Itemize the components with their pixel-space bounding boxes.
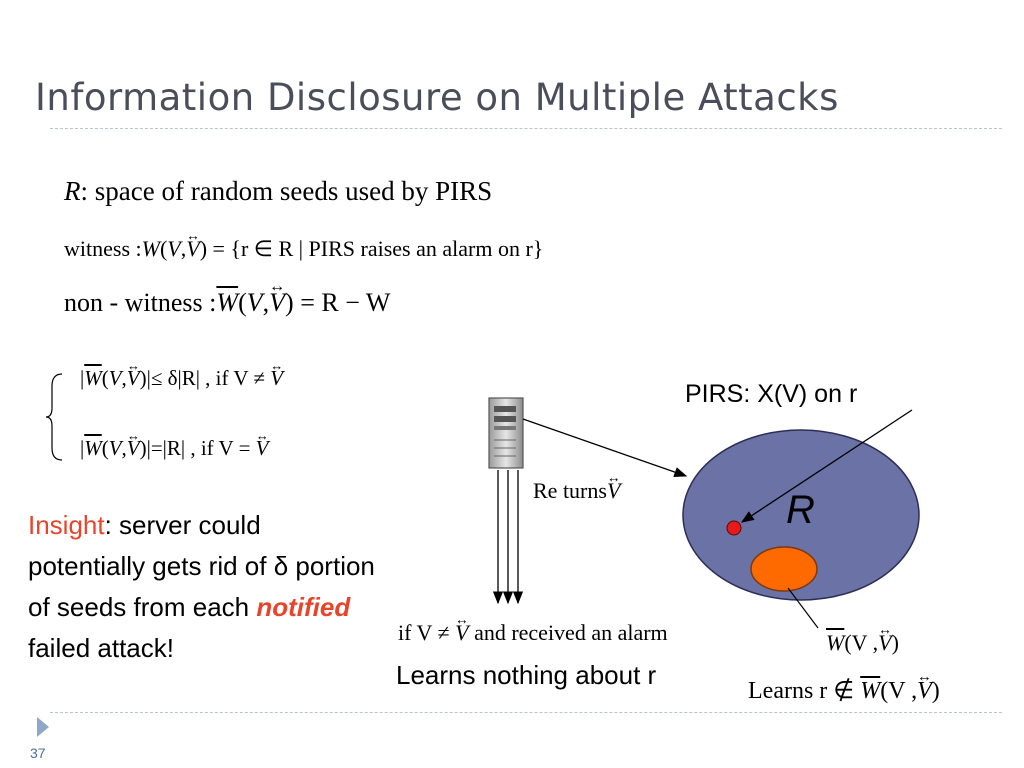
formula-witness: witness :W(V,V) = {r ∈ R | PIRS raises a… bbox=[64, 236, 543, 262]
subset-label: W(V ,V) bbox=[826, 630, 899, 656]
formula-seed-space: R: space of random seeds used by PIRS bbox=[64, 176, 493, 206]
formula-non-witness: non - witness :W(V,V) = R − W bbox=[64, 288, 390, 318]
seed-space-ellipse bbox=[682, 429, 920, 601]
bullet-triangle-icon bbox=[37, 717, 49, 737]
if-alarm-label: if V ≠ V and received an alarm bbox=[398, 620, 668, 646]
returns-arrow bbox=[522, 418, 688, 478]
title-divider bbox=[50, 128, 1002, 129]
formula-case-not-equal: |W(V,V)|≤ δ|R| , if V ≠ V bbox=[80, 366, 283, 391]
cases-brace bbox=[45, 373, 63, 461]
returns-label: Re turnsV bbox=[533, 478, 620, 504]
footer-divider bbox=[50, 712, 1002, 713]
subset-pointer-line bbox=[787, 587, 819, 629]
set-r-label: R bbox=[786, 488, 815, 532]
seed-point bbox=[726, 520, 742, 536]
learns-label: Learns r ∉ W(V ,V) bbox=[748, 676, 940, 705]
insight-text: Insight: server could potentially gets r… bbox=[28, 510, 375, 663]
witness-subset-ellipse bbox=[750, 546, 818, 592]
formula-case-equal: |W(V,V)|=|R| , if V = V bbox=[80, 436, 269, 461]
page-title: Information Disclosure on Multiple Attac… bbox=[35, 76, 839, 119]
server-icon bbox=[488, 397, 524, 469]
pirs-label: PIRS: X(V) on r bbox=[685, 380, 858, 408]
page-number: 37 bbox=[30, 745, 46, 761]
pirs-arrow bbox=[740, 409, 913, 523]
learns-nothing-label: Learns nothing about r bbox=[396, 660, 657, 690]
